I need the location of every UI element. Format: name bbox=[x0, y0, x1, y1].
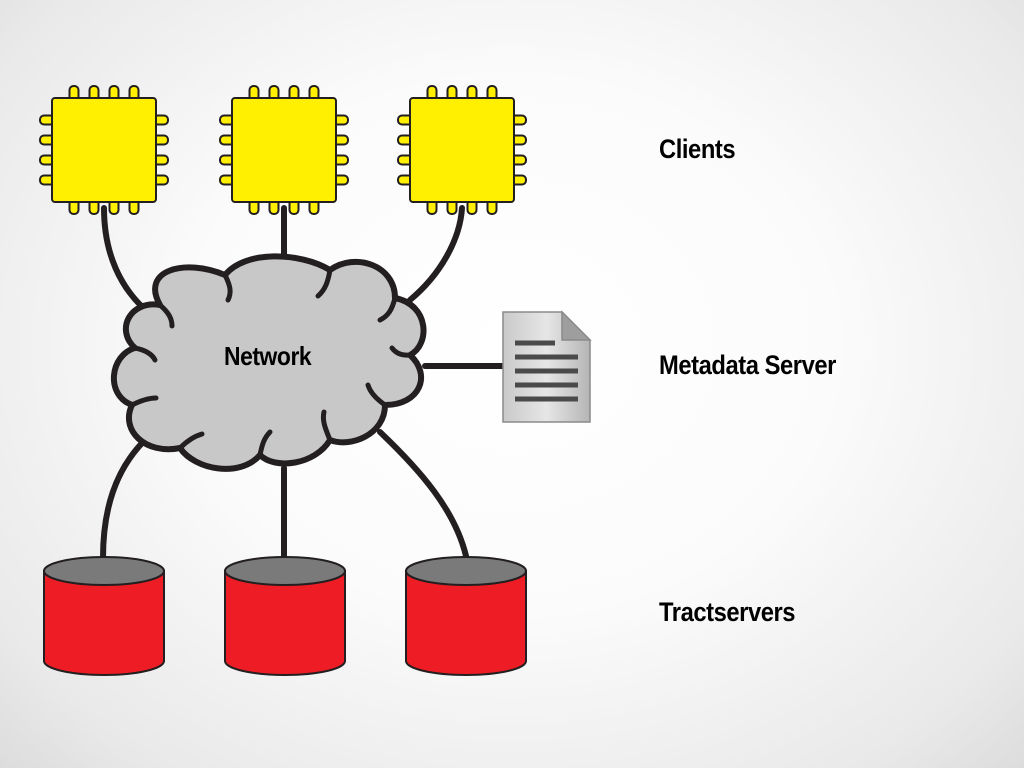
clients-group bbox=[39, 85, 527, 215]
chip-icon bbox=[39, 85, 169, 215]
disk-icon bbox=[43, 556, 165, 676]
network-label: Network bbox=[224, 341, 312, 371]
metadata-server-label: Metadata Server bbox=[659, 350, 836, 380]
disk-icon bbox=[405, 556, 527, 676]
link-tractserver-1 bbox=[100, 437, 148, 561]
chip-icon bbox=[397, 85, 527, 215]
disk-icon bbox=[224, 556, 346, 676]
clients-label: Clients bbox=[659, 134, 736, 164]
link-client-3 bbox=[407, 205, 465, 303]
network-cloud-icon bbox=[111, 253, 427, 472]
tractservers-group bbox=[43, 556, 527, 676]
chip-icon bbox=[219, 85, 349, 215]
tractservers-label: Tractservers bbox=[659, 597, 796, 627]
link-tractserver-3 bbox=[377, 429, 469, 559]
document-icon bbox=[502, 310, 592, 423]
link-client-1 bbox=[101, 205, 158, 321]
